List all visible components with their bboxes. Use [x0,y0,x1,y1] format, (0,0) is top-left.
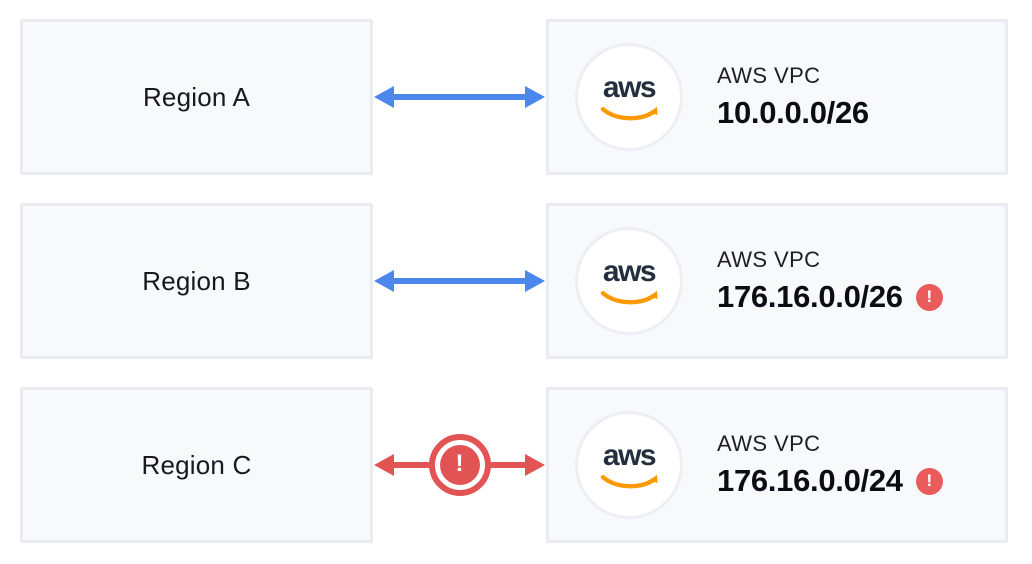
vpc-label: AWS VPC [717,247,821,272]
vpc-cidr-value: 176.16.0.0/24 [717,463,903,498]
vpc-box-c: aws AWS VPC 176.16.0.0/24 ! [546,387,1008,543]
cidr-warning-icon: ! [915,467,943,495]
vpc-box-a: aws AWS VPC 10.0.0.0/26 [546,19,1008,175]
vpc-text-block: AWS VPC 176.16.0.0/24 ! [717,431,943,499]
region-label: Region B [142,265,251,296]
aws-smile-icon [600,290,658,304]
vpc-cidr-value: 176.16.0.0/26 [717,279,903,314]
aws-wordmark: aws [602,438,657,472]
peering-row-c: Region C ! aws AWS VPC [20,387,1008,543]
vpc-label: AWS VPC [717,63,821,88]
peering-link-a [373,19,546,175]
aws-smile-icon [600,474,658,488]
vpc-cidr-value: 10.0.0.0/26 [717,95,869,130]
aws-wordmark: aws [602,70,657,104]
peering-row-b: Region B aws AWS VPC 176.16.0.0/26 [20,203,1008,359]
vpc-cidr-row: 176.16.0.0/26 ! [717,279,943,315]
aws-logo-icon: aws [575,227,683,335]
vpc-label: AWS VPC [717,431,821,456]
vpc-text-block: AWS VPC 176.16.0.0/26 ! [717,247,943,315]
link-error-icon: ! [428,434,491,496]
vpc-text-block: AWS VPC 10.0.0.0/26 [717,63,869,131]
region-box-b: Region B [20,203,373,359]
region-label: Region C [141,449,252,480]
vpc-cidr-row: 10.0.0.0/26 [717,95,869,131]
aws-wordmark: aws [602,254,657,288]
double-arrow-icon [374,86,545,108]
vpc-cidr-row: 176.16.0.0/24 ! [717,463,943,499]
aws-logo-icon: aws [575,411,683,519]
peering-link-c: ! [373,387,546,543]
cidr-warning-icon: ! [915,283,943,311]
region-box-c: Region C [20,387,373,543]
double-arrow-icon [374,270,545,292]
vpc-box-b: aws AWS VPC 176.16.0.0/26 ! [546,203,1008,359]
region-box-a: Region A [20,19,373,175]
peering-row-a: Region A aws AWS VPC 10.0.0.0/26 [20,19,1008,175]
region-label: Region A [142,81,251,112]
aws-smile-icon [600,106,658,120]
aws-logo-icon: aws [575,43,683,151]
peering-link-b [373,203,546,359]
exclamation-icon: ! [439,445,480,485]
